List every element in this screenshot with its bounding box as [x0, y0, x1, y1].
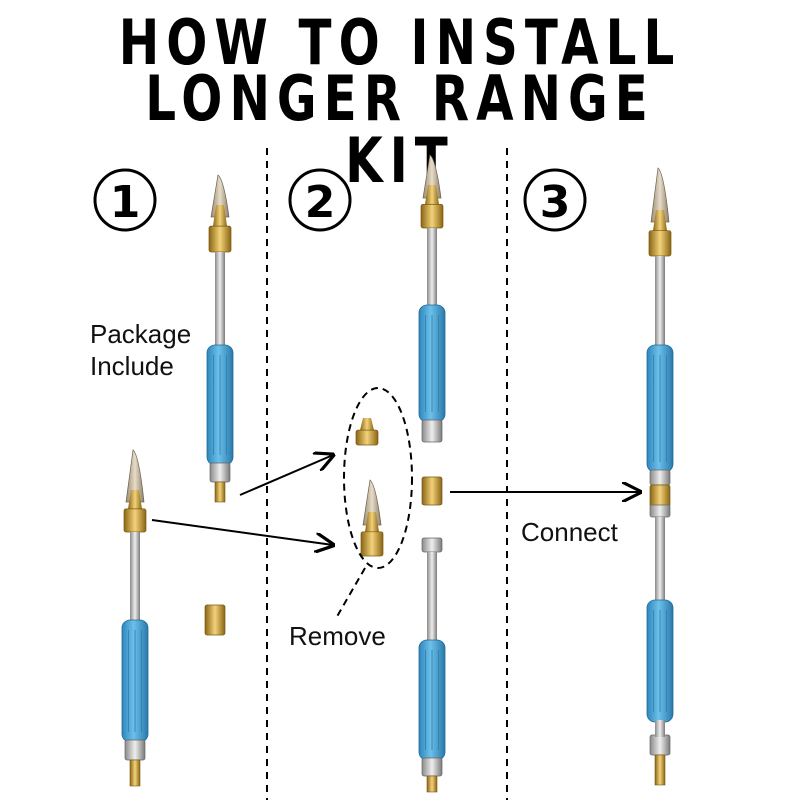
brass-nozzle-top	[365, 512, 379, 532]
arrow-nozzle-2	[151, 519, 333, 545]
steel-rod	[215, 252, 225, 348]
brass-nozzle-top	[653, 210, 667, 231]
wand-package-bottom	[121, 449, 149, 787]
title-line-2: LONGER RANGE KIT	[145, 62, 655, 197]
steel-nut	[649, 469, 671, 486]
brass-nut	[421, 476, 443, 506]
wand-assembled	[646, 167, 674, 786]
steel-nut	[421, 757, 443, 777]
brass-quick-connect	[654, 754, 666, 786]
removed-quick-connect	[355, 418, 379, 446]
wand-step2-bottom	[418, 537, 446, 793]
removed-nozzle	[360, 479, 384, 557]
brass-quick-connect	[426, 775, 438, 793]
nozzle-tip	[125, 449, 145, 503]
nozzle-tip	[210, 174, 230, 218]
connector-nut-step2	[421, 476, 443, 506]
title-line-1: HOW TO INSTALL	[118, 6, 682, 79]
brass-quick-connect	[129, 759, 141, 787]
loose-brass-nut	[204, 604, 226, 636]
steel-nut	[649, 504, 671, 518]
step-2-badge: 2	[288, 168, 352, 232]
steel-rod	[427, 228, 437, 308]
brass-nut	[204, 604, 226, 636]
steel-rod	[655, 256, 665, 348]
steel-nut	[649, 734, 671, 756]
brass-nozzle-top	[213, 205, 227, 227]
step-3-number: 3	[540, 177, 571, 228]
brass-nozzle-top	[360, 418, 374, 431]
arrow-nozzle-1	[239, 455, 333, 496]
nozzle-tip	[422, 154, 442, 199]
step-1-number: 1	[110, 177, 141, 228]
brass-nozzle-hex	[355, 429, 379, 446]
brass-nozzle-hex	[360, 531, 384, 557]
remove-label: Remove	[289, 621, 386, 651]
brass-nut	[649, 484, 671, 508]
connect-label: Connect	[521, 517, 618, 547]
brass-nozzle-top	[425, 185, 439, 205]
steel-nut	[421, 419, 443, 443]
wand-step2-top	[418, 154, 446, 443]
brass-nozzle-hex	[648, 230, 672, 257]
nozzle-tip	[362, 479, 382, 526]
remove-highlight-ellipse	[343, 387, 413, 569]
steel-nut	[209, 462, 231, 483]
brass-nozzle-top	[128, 490, 142, 509]
brass-nozzle-hex	[208, 225, 232, 253]
brass-nozzle-hex	[123, 508, 147, 533]
steel-nut	[124, 739, 146, 761]
nozzle-tip	[650, 167, 670, 223]
step-1-badge: 1	[93, 168, 157, 232]
steel-rod	[427, 552, 437, 642]
wand-package-top	[206, 174, 234, 503]
steel-rod	[655, 517, 665, 602]
step-2-number: 2	[305, 177, 336, 228]
step-3-badge: 3	[523, 168, 587, 232]
brass-nozzle-hex	[420, 204, 444, 229]
steel-nut	[421, 537, 443, 553]
steel-rod	[130, 532, 140, 622]
brass-quick-connect	[214, 481, 226, 503]
steel-rod	[655, 720, 665, 737]
remove-pointer-line	[334, 567, 366, 621]
